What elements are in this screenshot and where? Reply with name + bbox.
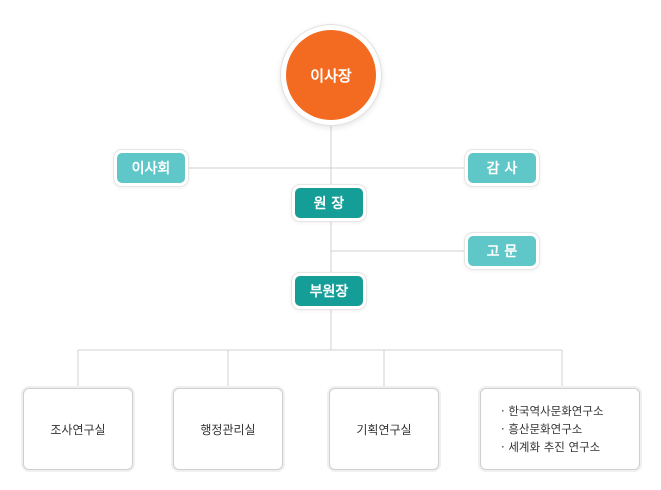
dept-administration: 행정관리실 xyxy=(173,388,283,470)
advisor-node: 고 문 xyxy=(468,236,536,266)
audit-node: 감 사 xyxy=(468,153,536,183)
director-node: 원 장 xyxy=(295,188,363,218)
dept-research: 조사연구실 xyxy=(23,388,133,470)
chairman-node: 이사장 xyxy=(286,30,376,120)
institute-item: 한국역사문화연구소 xyxy=(501,402,603,420)
institute-item: 흥산문화연구소 xyxy=(501,420,604,438)
institute-item: 세계화 추진 연구소 xyxy=(501,438,604,456)
board-node: 이사회 xyxy=(117,153,185,183)
institutes-box: 한국역사문화연구소 흥산문화연구소 세계화 추진 연구소 xyxy=(480,388,640,470)
vice-director-node: 부원장 xyxy=(295,276,363,306)
institutes-list: 한국역사문화연구소 흥산문화연구소 세계화 추진 연구소 xyxy=(501,402,604,456)
dept-planning: 기획연구실 xyxy=(329,388,439,470)
